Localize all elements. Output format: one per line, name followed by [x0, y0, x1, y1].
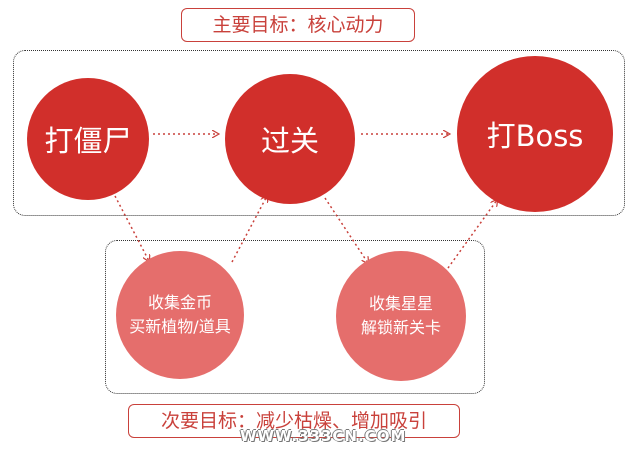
- node-kill-zombies: 打僵尸: [27, 78, 149, 200]
- node-collect-coins-line1: 收集金币: [147, 293, 212, 312]
- node-kill-zombies-label: 打僵尸: [44, 124, 132, 158]
- node-boss: 打Boss: [457, 56, 613, 212]
- secondary-goal-group-frame: [105, 240, 485, 394]
- arrow-coins-to-clear-level: [231, 196, 267, 263]
- primary-goal-label: 主要目标：核心动力: [181, 8, 415, 42]
- node-clear-level-label: 过关: [260, 124, 319, 158]
- secondary-goal-label: 次要目标：减少枯燥、增加吸引: [128, 404, 460, 438]
- node-clear-level: 过关: [225, 74, 355, 204]
- node-collect-coins-line2: 买新植物/道具: [129, 317, 231, 336]
- watermark: WWW.333CN.COM: [240, 427, 407, 445]
- node-boss-label: 打Boss: [486, 119, 584, 153]
- node-collect-stars: 收集星星 解锁新关卡: [336, 251, 466, 381]
- arrow-clear-level-to-stars: [324, 197, 368, 263]
- arrow-kill-zombies-to-coins: [114, 195, 149, 261]
- node-collect-stars-line1: 收集星星: [368, 294, 433, 313]
- primary-goal-group-frame: [13, 50, 625, 216]
- node-collect-coins: 收集金币 买新植物/道具: [116, 251, 244, 379]
- arrow-stars-to-boss: [447, 200, 497, 269]
- node-collect-stars-line2: 解锁新关卡: [360, 318, 441, 337]
